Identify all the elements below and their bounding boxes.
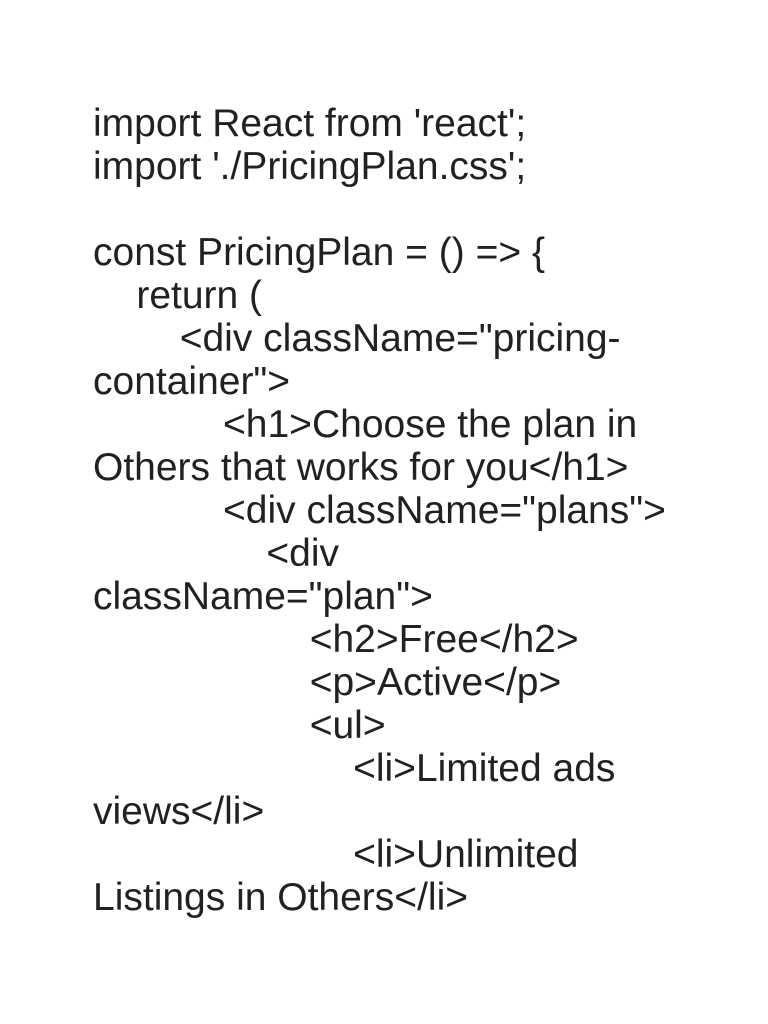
code-text: import React from 'react'; import './Pri… — [93, 102, 666, 919]
